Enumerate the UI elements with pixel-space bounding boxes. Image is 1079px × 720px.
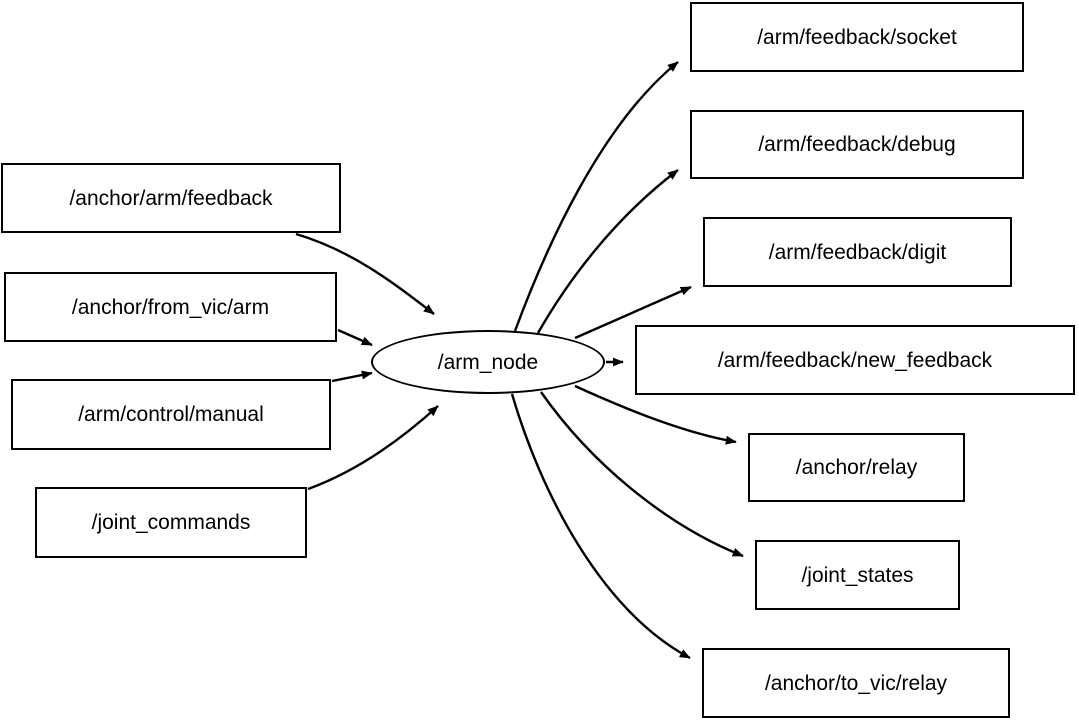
edge-joint-commands-to-arm-node [307,405,439,491]
node-label: /anchor/arm/feedback [69,186,273,210]
edge-arm-control-manual-to-arm-node [331,370,373,383]
process-node-arm-node[interactable]: /arm_node [371,330,605,394]
topic-node-arm-control-manual[interactable]: /arm/control/manual [11,379,331,450]
edge-anchor-arm-feedback-to-arm-node [295,232,435,315]
topic-node-anchor-arm-feedback[interactable]: /anchor/arm/feedback [1,163,341,233]
topic-node-arm-feedback-debug[interactable]: /arm/feedback/debug [690,110,1024,179]
node-label: /arm/control/manual [78,403,264,426]
node-label: /arm_node [437,350,539,374]
topic-node-joint-states[interactable]: /joint_states [755,540,960,610]
node-label: /arm/feedback/debug [758,133,956,156]
node-label: /joint_commands [91,511,251,534]
edge-arm-node-to-arm-feedback-socket [513,61,679,332]
edge-anchor-from-vic-arm-to-arm-node [337,328,373,347]
node-label: /anchor/to_vic/relay [764,671,948,695]
edge-arm-node-to-joint-states [540,391,744,558]
node-label: /anchor/from_vic/arm [71,295,270,319]
edge-arm-node-to-anchor-to-vic-relay [510,393,691,660]
node-label: /anchor/relay [795,456,918,479]
edge-arm-node-to-arm-feedback-digit [574,285,692,340]
edge-arm-node-to-arm-feedback-debug [536,169,679,334]
topic-node-anchor-to-vic-relay[interactable]: /anchor/to_vic/relay [702,648,1010,718]
node-label: /joint_states [801,563,914,587]
node-label: /arm/feedback/digit [768,240,947,264]
edge-arm-node-to-anchor-relay [574,384,737,445]
topic-node-arm-feedback-new-feedback[interactable]: /arm/feedback/new_feedback [635,325,1075,395]
topic-node-arm-feedback-digit[interactable]: /arm/feedback/digit [703,217,1012,287]
topic-node-anchor-from-vic-arm[interactable]: /anchor/from_vic/arm [4,272,337,342]
topic-node-anchor-relay[interactable]: /anchor/relay [748,433,965,502]
node-label: /arm/feedback/new_feedback [717,348,993,372]
topic-node-joint-commands[interactable]: /joint_commands [35,487,307,558]
node-label: /arm/feedback/socket [757,25,957,49]
topic-node-arm-feedback-socket[interactable]: /arm/feedback/socket [690,2,1024,72]
